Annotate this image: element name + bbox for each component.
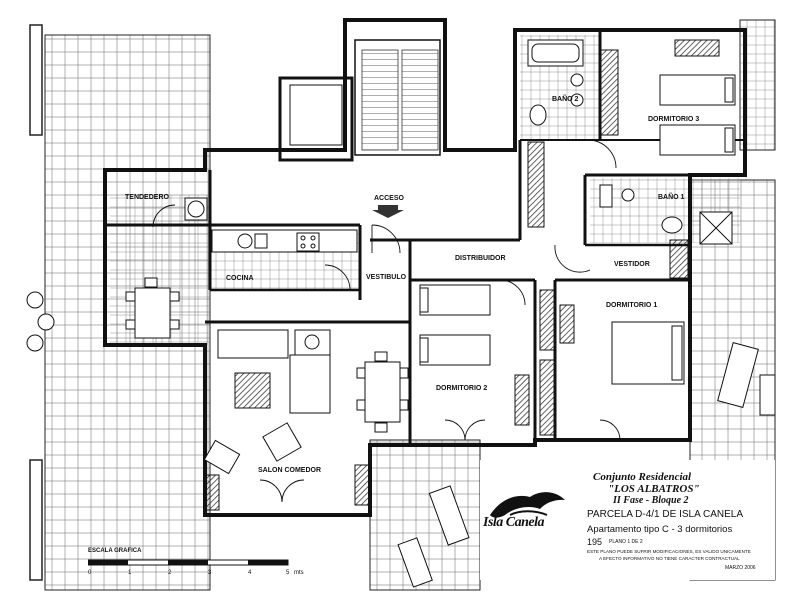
label-vestidor: VESTIDOR (614, 261, 650, 268)
logo-text: Isla Canela (483, 515, 545, 530)
label-bano1: BAÑO 1 (658, 192, 685, 201)
terrace-furniture (26, 291, 776, 588)
scale-tick-1: 1 (128, 570, 132, 576)
label-dormitorio1: DORMITORIO 1 (606, 302, 657, 309)
scale-tick-2: 2 (168, 570, 172, 576)
living-furniture (203, 329, 331, 475)
parcela-text: PARCELA D-4/1 DE ISLA CANELA (587, 509, 743, 520)
label-bano2: BAÑO 2 (552, 94, 579, 103)
label-vestibulo: VESTIBULO (366, 274, 407, 281)
scale-tick-0: 0 (88, 570, 92, 576)
title-line3: II Fase - Bloque 2 (613, 495, 689, 506)
label-dormitorio2: DORMITORIO 2 (436, 385, 487, 392)
bath-fixtures (527, 39, 733, 245)
plan-date: MARZO 2006 (725, 565, 756, 571)
walls (103, 18, 747, 517)
label-salon-comedor: SALON COMEDOR (258, 467, 321, 474)
room-labels: BAÑO 2 DORMITORIO 3 TENDEDERO ACCESO BAÑ… (125, 94, 699, 474)
scale-tick-3: 3 (208, 570, 212, 576)
graphic-scale: ESCALA GRAFICA 0 1 2 3 4 5 mts (88, 548, 318, 588)
isla-canela-logo (490, 492, 565, 518)
note-line1: ESTE PLANO PUEDE SUFRIR MODIFICACIONES, … (587, 549, 751, 554)
title-line1: Conjunto Residencial (593, 471, 692, 483)
kitchen-fixtures (184, 197, 358, 253)
dining-tables (125, 277, 409, 433)
label-distribuidor: DISTRIBUIDOR (455, 255, 506, 262)
access-arrow-icon (372, 205, 404, 218)
title-block: Conjunto Residencial "LOS ALBATROS" II F… (475, 465, 775, 575)
label-cocina: COCINA (226, 275, 254, 282)
title-line2: "LOS ALBATROS" (608, 483, 700, 495)
label-dormitorio3: DORMITORIO 3 (648, 116, 699, 123)
beds (419, 74, 736, 385)
plan-number: 195 (587, 537, 603, 547)
scale-title: ESCALA GRAFICA (88, 548, 142, 554)
scale-tick-4: 4 (248, 570, 252, 576)
label-acceso: ACCESO (374, 195, 405, 202)
apartamento-text: Apartamento tipo C - 3 dormitorios (587, 524, 733, 535)
plan-sheet: PLANO 1 DE 2 (609, 539, 643, 545)
doors (152, 139, 621, 503)
stairs (361, 49, 399, 151)
label-tendedero: TENDEDERO (125, 194, 170, 201)
scale-unit: mts (294, 570, 304, 576)
wardrobes (204, 39, 720, 511)
scale-tick-5: 5 (286, 570, 290, 576)
note-line2: A EFECTO INFORMATIVO NO TIENE CARACTER C… (599, 556, 740, 561)
